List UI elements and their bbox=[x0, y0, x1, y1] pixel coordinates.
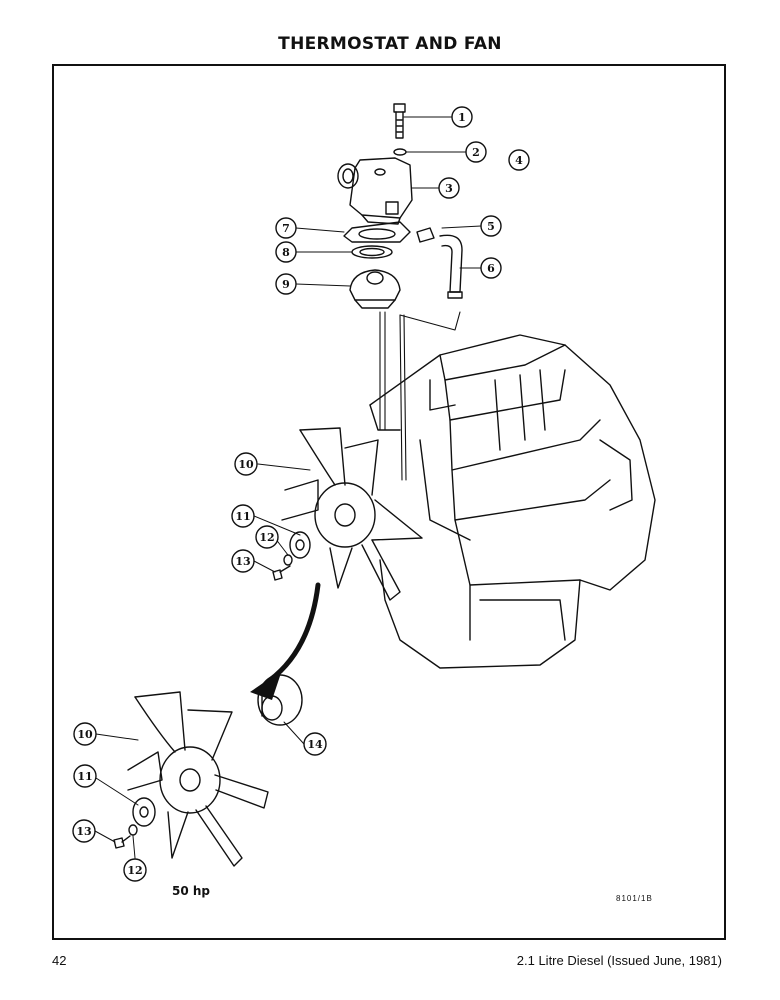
diagram-frame bbox=[52, 64, 726, 940]
svg-text:6: 6 bbox=[487, 262, 495, 275]
svg-text:8: 8 bbox=[282, 246, 290, 259]
callout-12-lower: 12 bbox=[123, 858, 147, 882]
callout-14: 14 bbox=[303, 732, 327, 756]
callout-6: 6 bbox=[480, 257, 502, 279]
engine-block-outline bbox=[369, 334, 656, 669]
callout-11: 11 bbox=[231, 504, 255, 528]
washer-part-2 bbox=[393, 148, 407, 156]
svg-text:11: 11 bbox=[77, 770, 92, 783]
svg-text:2: 2 bbox=[472, 146, 480, 159]
callout-13: 13 bbox=[231, 549, 255, 573]
callout-3: 3 bbox=[438, 177, 460, 199]
svg-text:7: 7 bbox=[282, 222, 290, 235]
callout-10-lower: 10 bbox=[73, 722, 97, 746]
svg-text:3: 3 bbox=[445, 182, 453, 195]
callout-10: 10 bbox=[234, 452, 258, 476]
svg-text:12: 12 bbox=[259, 531, 274, 544]
callout-4: 4 bbox=[508, 149, 530, 171]
callout-11-lower: 11 bbox=[73, 764, 97, 788]
thermostat-pipes bbox=[379, 311, 461, 481]
callout-2: 2 bbox=[465, 141, 487, 163]
svg-text:10: 10 bbox=[77, 728, 93, 741]
figure-reference-code: 8101/1B bbox=[616, 894, 653, 903]
callout-12: 12 bbox=[255, 525, 279, 549]
variant-caption: 50 hp bbox=[172, 884, 211, 898]
callout-7: 7 bbox=[275, 217, 297, 239]
svg-text:10: 10 bbox=[238, 458, 254, 471]
bolt-lower-part-13 bbox=[113, 835, 131, 849]
seal-part-8 bbox=[351, 245, 393, 259]
spacer-lower-part-11 bbox=[132, 797, 156, 827]
svg-text:13: 13 bbox=[76, 825, 91, 838]
direction-arrow bbox=[267, 582, 321, 683]
callout-1: 1 bbox=[451, 106, 473, 128]
fan-upper-part-10 bbox=[281, 427, 423, 601]
leader-lines bbox=[94, 116, 482, 859]
svg-text:11: 11 bbox=[235, 510, 250, 523]
callout-8: 8 bbox=[275, 241, 297, 263]
callout-5: 5 bbox=[480, 215, 502, 237]
svg-text:14: 14 bbox=[307, 738, 323, 751]
bolt-part-1 bbox=[393, 103, 406, 139]
svg-text:1: 1 bbox=[458, 111, 466, 124]
spacer-part-11 bbox=[289, 531, 311, 559]
svg-text:5: 5 bbox=[487, 220, 495, 233]
arrow-head bbox=[250, 670, 282, 700]
callout-13-lower: 13 bbox=[72, 819, 96, 843]
washer-lower-part-12 bbox=[128, 824, 138, 836]
bolt-part-13 bbox=[272, 565, 291, 581]
svg-text:13: 13 bbox=[235, 555, 250, 568]
svg-text:4: 4 bbox=[515, 154, 523, 167]
callout-9: 9 bbox=[275, 273, 297, 295]
washer-part-12 bbox=[283, 554, 293, 566]
svg-text:9: 9 bbox=[282, 278, 290, 291]
page-number: 42 bbox=[52, 953, 67, 968]
page-title: THERMOSTAT AND FAN bbox=[278, 34, 502, 54]
thermostat-part-9 bbox=[349, 269, 401, 309]
bypass-hose-part-6 bbox=[416, 227, 463, 299]
svg-text:12: 12 bbox=[127, 864, 142, 877]
thermostat-housing-part-3 bbox=[337, 157, 413, 225]
fan-lower-part-10 bbox=[127, 691, 269, 867]
footer-text: 2.1 Litre Diesel (Issued June, 1981) bbox=[516, 953, 722, 968]
gasket-part-7 bbox=[343, 221, 411, 243]
